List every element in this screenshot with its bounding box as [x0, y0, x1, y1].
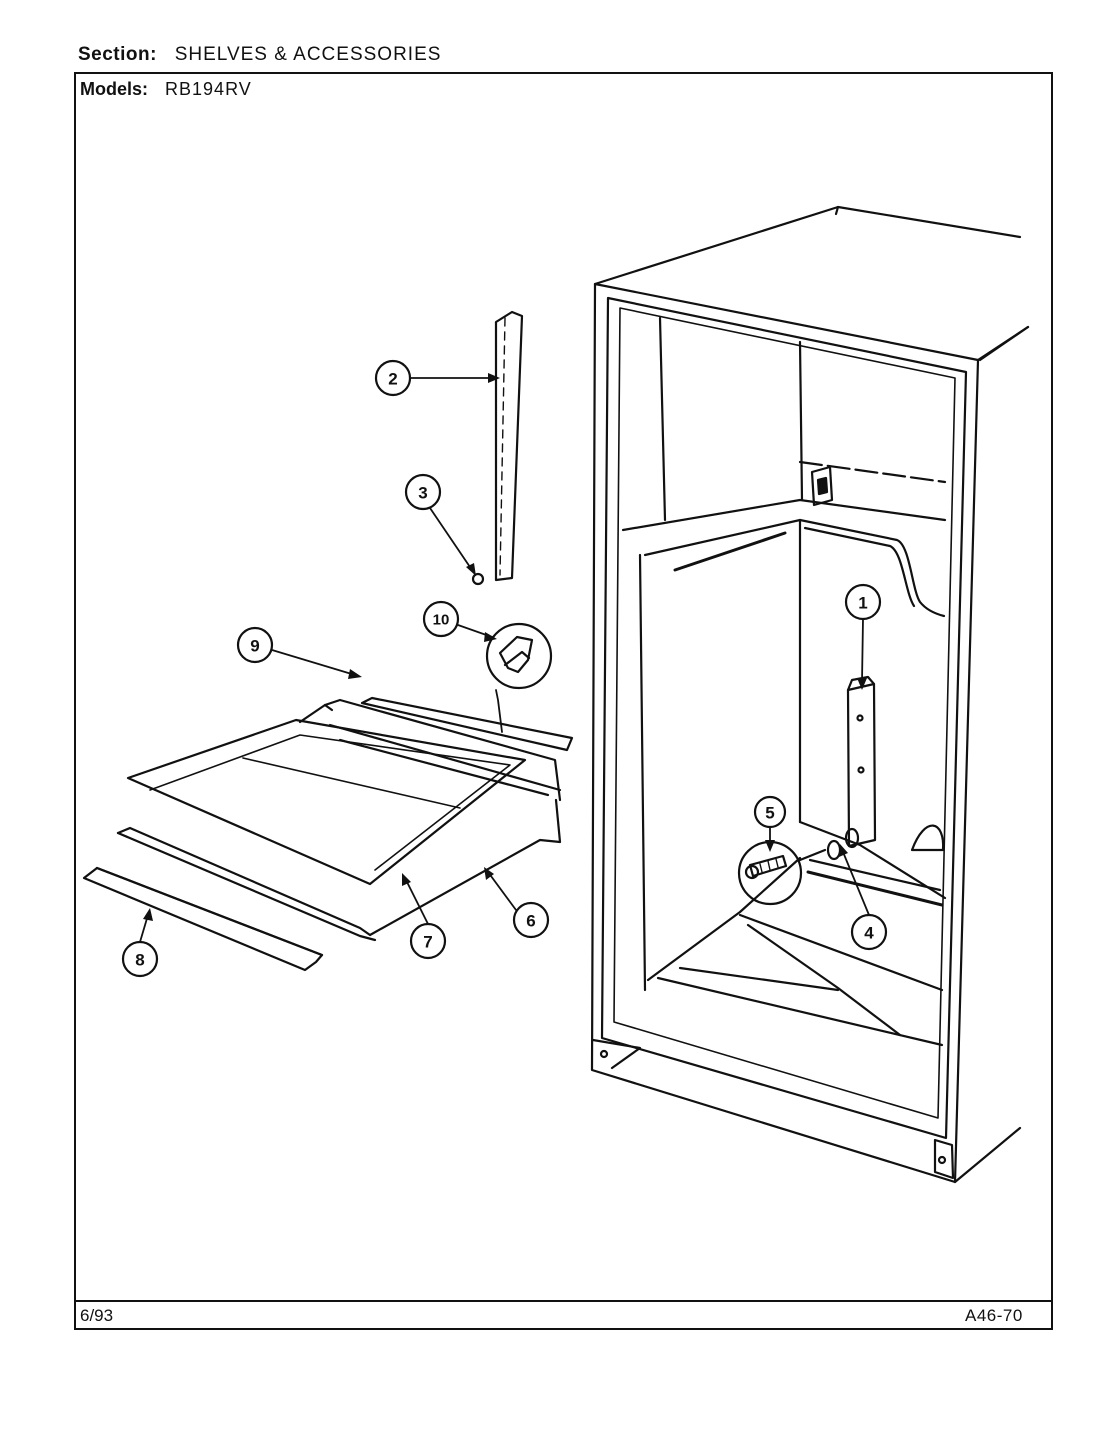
- callout-label-2: 2: [388, 370, 397, 389]
- footer-doc-number: A46-70: [965, 1306, 1023, 1325]
- footer-date: 6/93: [80, 1306, 114, 1325]
- callout-circle-6: [512, 901, 550, 939]
- footer-rule: [74, 1300, 1053, 1302]
- callout-label-8: 8: [135, 951, 144, 970]
- leader-lines: [139, 377, 870, 943]
- section-value: SHELVES & ACCESSORIES: [174, 44, 442, 65]
- callout-label-6: 6: [526, 912, 535, 931]
- models-heading: Models: RB194RV: [80, 79, 252, 100]
- callout-label-4: 4: [864, 924, 874, 943]
- diagram-frame: [74, 72, 1053, 1330]
- leader-arrowheads: [143, 373, 867, 921]
- refrigerator-cabinet: [590, 205, 1030, 1184]
- callout-label-9: 9: [250, 637, 259, 656]
- models-label: Models:: [80, 79, 149, 99]
- callout-label-7: 7: [423, 933, 432, 952]
- callout-label-3: 3: [418, 484, 427, 503]
- models-value: RB194RV: [165, 79, 252, 99]
- section-label: Section:: [78, 44, 157, 65]
- callout-label-1: 1: [858, 594, 867, 613]
- callout-label-5: 5: [765, 804, 774, 823]
- shelf-rail-part: [471, 310, 524, 586]
- section-heading: Section: SHELVES & ACCESSORIES: [78, 44, 441, 66]
- detail-inset-10: [485, 622, 553, 690]
- callout-circle-10: [422, 600, 460, 638]
- shelf-assembly: [82, 696, 574, 972]
- callout-label-10: 10: [433, 612, 450, 629]
- callout-circle-3: [404, 473, 442, 511]
- callout-circle-9: [236, 626, 274, 664]
